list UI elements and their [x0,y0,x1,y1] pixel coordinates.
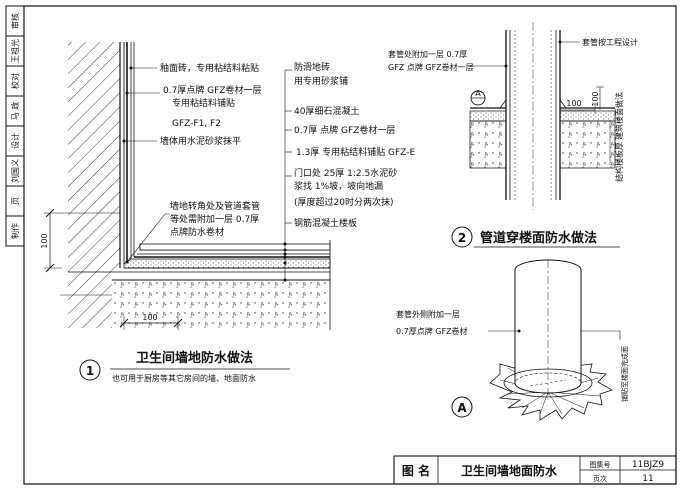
dim-horizontal-100: 100 [142,313,157,322]
title-block-set-label: 图集号 [590,460,611,469]
label-cement-plaster: 墙体用水泥砂浆抹平 [160,135,241,147]
detail-2-number-circle [451,226,473,248]
label-sleeve-by-design: 套管按工程设计 [582,37,638,47]
marker-a-iso: A [457,401,467,415]
floor-screed [123,258,331,269]
label-sleeve-reinforcement-1: 套管处附加一层 0.7厚 [388,49,467,59]
label-rc-slab: 钢筋混凝土楼板 [294,217,357,229]
detail-1-wall-floor: 100 100 釉面砖，专用粘结料粘贴 0.7 [40,42,415,383]
detail-1-number-circle [79,359,101,381]
label-corner-reinforcement-3: 点牌防水卷材 [170,226,224,238]
label-antislip-tile: 防滑地砖 [294,61,330,73]
concrete-slab [112,280,330,328]
label-floor-finish: 建筑楼面做法 [614,92,624,140]
dim-vertical-100: 100 [40,233,49,248]
floor-tile [139,243,331,251]
detail-2-title: 管道穿楼面防水做法 [480,230,597,246]
label-glazed-tile: 釉面砖，专用粘结料粘贴 [160,62,259,74]
pipe-slab-left [469,120,507,169]
strip-cell-3: 校对 [10,73,20,89]
label-sleeve-reinforcement-2: GFZ 点牌 GFZ卷材一层 [388,62,474,72]
label-slab-thickness: 结构楼板厚 [614,142,624,182]
strip-cell-8: 制作 [10,223,20,239]
title-block-drawing-title: 卫生间墙地面防水 [461,463,558,478]
label-gfz-membrane-floor: 0.7厚 点牌 GFZ卷材一层 [294,124,395,136]
label-outer-reinforcement-2: 0.7厚点牌 GFZ卷材 [396,326,468,336]
detail-1-number: 1 [86,364,94,378]
pipe-slab-right [559,120,616,169]
title-block-page-label: 页次 [593,474,607,483]
label-door-mortar: 门口处 25厚 1:2.5水泥砂 [294,167,397,179]
strip-cell-7: 页 [11,197,20,205]
slab-hatch [68,272,112,328]
title-block: 图 名 卫生间墙地面防水 图集号 11BJZ9 页次 11 [393,455,677,485]
label-special-mortar: 用专用砂浆铺 [294,75,348,87]
signature-strip: 审核 王祖光 校对 马 政 设计 刘国义 页 制作 [5,5,25,247]
label-corner-reinforcement-1: 墙地转角处及管道套管 [170,200,260,212]
title-block-name-label: 图 名 [402,463,430,478]
strip-cell-6: 刘国义 [10,159,20,183]
label-outer-reinforcement-1: 套管外侧附加一层 [396,309,460,319]
detail-1-title: 卫生间墙地防水做法 [136,350,253,366]
title-block-set-value: 11BJZ9 [632,460,664,470]
label-lay-to-finish: 铺贴至楼面完成面 [620,346,629,402]
dim-raise-100: 100 [591,91,600,106]
dim-sleeve-100: 100 [566,99,581,108]
label-special-adhesive: 专用粘结料铺贴 [172,97,235,109]
marker-a-circle [451,396,473,418]
title-block-page-value: 11 [642,474,653,484]
strip-cell-4: 马 政 [10,102,20,121]
marker-a-section: A [475,89,481,98]
iso-detail-a: 套管外侧附加一层 0.7厚点牌 GFZ卷材 铺贴至楼面完成面 A [396,259,629,421]
detail-2-number: 2 [458,231,466,245]
detail-1-subtitle: 也可用于厨房等其它房间的墙、地面防水 [112,373,256,383]
strip-cell-1: 审核 [10,13,20,29]
label-gfz-f1-f2: GFZ-F1, F2 [172,119,221,129]
wall-masonry [68,42,120,272]
label-gfz-membrane-wall: 0.7厚点牌 GFZ卷材一层 [163,84,262,96]
detail-2-pipe-section: A 100 100 套管处附加一层 0.7厚 GFZ 点牌 GFZ卷材一层 套管… [388,22,638,248]
label-thickness-note: (厚度超过20时分两次抹) [294,196,393,208]
label-adhesive-gfz-e: 1.3厚 专用粘结料铺贴 GFZ-E [296,146,415,158]
label-slope-to-drain: 浆找 1%坡，坡向地漏 [294,180,383,192]
strip-cell-2: 王祖光 [10,39,20,63]
label-corner-reinforcement-2: 等处需附加一层 0.7厚 [170,213,259,225]
label-fine-aggregate-concrete: 40厚细石混凝土 [294,105,359,117]
strip-cell-5: 设计 [10,133,20,149]
